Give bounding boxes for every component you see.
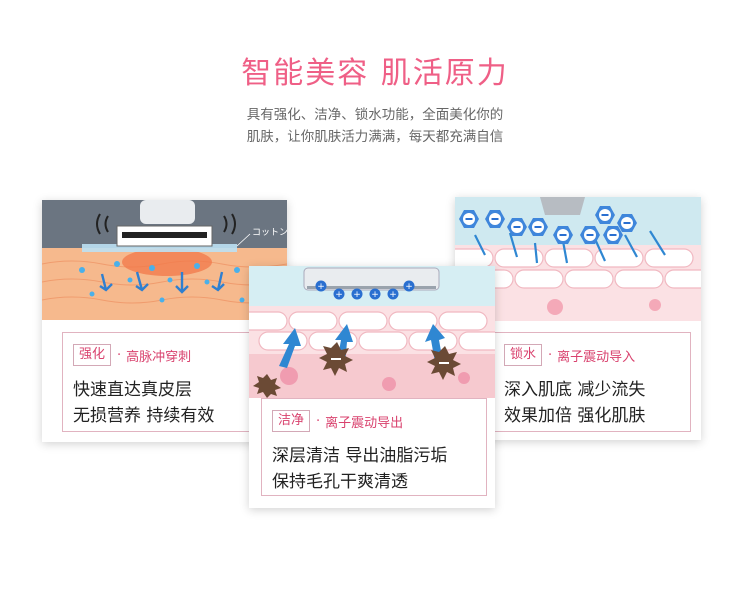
cleanse-line-1: 深层清洁 导出油脂污垢 bbox=[272, 446, 448, 466]
svg-text:+: + bbox=[405, 282, 413, 292]
arrow-icon bbox=[99, 271, 225, 294]
svg-text:+: + bbox=[389, 290, 397, 300]
subtitle-line-2: 肌肤，让你肌肤活力满满，每天都充满自信 bbox=[246, 129, 504, 145]
plus-ion-icon: + + + + + + bbox=[315, 280, 415, 300]
page-subtitle: 具有强化、洁净、锁水功能，全面美化你的 肌肤，让你肌肤活力满满，每天都充满自信 bbox=[0, 104, 750, 148]
cleanse-technology: 离子震动导出 bbox=[325, 415, 404, 431]
cleanse-description: 深层清洁 导出油脂污垢 保持毛孔干爽清透 bbox=[272, 443, 447, 495]
svg-text:+: + bbox=[317, 282, 325, 292]
separator-dot: · bbox=[316, 413, 321, 429]
cleanse-tag: 洁净 bbox=[272, 410, 311, 432]
strengthen-description: 快速直达真皮层 无损营养 持续有效 bbox=[73, 377, 214, 429]
moisture-lock-info-box: 锁水 · 离子震动导入 深入肌底 减少流失 效果加倍 强化肌肤 bbox=[493, 332, 691, 432]
strengthen-technology: 高脉冲穿刺 bbox=[126, 349, 192, 365]
card-strengthen: コットン 强化 · 高脉冲穿刺 快速直达真皮层 无损营养 持续有效 bbox=[42, 200, 287, 442]
separator-dot: · bbox=[548, 347, 553, 363]
strengthen-illustration: コットン bbox=[42, 200, 287, 320]
minus-ion-icon bbox=[459, 206, 637, 244]
strengthen-line-1: 快速直达真皮层 bbox=[73, 380, 192, 400]
separator-dot: · bbox=[117, 347, 122, 363]
cotton-label: コットン bbox=[252, 228, 287, 238]
cleanse-info-box: 洁净 · 离子震动导出 深层清洁 导出油脂污垢 保持毛孔干爽清透 bbox=[261, 398, 487, 496]
strengthen-line-2: 无损营养 持续有效 bbox=[73, 406, 215, 426]
svg-text:+: + bbox=[353, 290, 361, 300]
card-moisture-lock: 锁水 · 离子震动导入 深入肌底 减少流失 效果加倍 强化肌肤 bbox=[455, 197, 701, 440]
moisture-lock-illustration bbox=[455, 197, 701, 321]
svg-text:+: + bbox=[335, 290, 343, 300]
strengthen-info-box: 强化 · 高脉冲穿刺 快速直达真皮层 无损营养 持续有效 bbox=[62, 332, 269, 432]
strengthen-tag: 强化 bbox=[73, 344, 112, 366]
moisture-lock-line-1: 深入肌底 减少流失 bbox=[504, 380, 646, 400]
moisture-lock-line-2: 效果加倍 强化肌肤 bbox=[504, 406, 646, 426]
moisture-lock-technology: 离子震动导入 bbox=[557, 349, 636, 365]
moisture-lock-description: 深入肌底 减少流失 效果加倍 强化肌肤 bbox=[504, 377, 645, 429]
moisture-lock-tag: 锁水 bbox=[504, 344, 543, 366]
cleanse-illustration: + + + + + + bbox=[249, 266, 495, 398]
svg-text:+: + bbox=[371, 290, 379, 300]
arrow-icon bbox=[474, 230, 666, 264]
card-cleanse: + + + + + + 洁净 · 离子震动导出 深层清洁 导出油脂污垢 保持 bbox=[249, 266, 495, 508]
cleanse-line-2: 保持毛孔干爽清透 bbox=[272, 472, 408, 492]
page-title: 智能美容 肌活原力 bbox=[241, 56, 509, 91]
subtitle-line-1: 具有强化、洁净、锁水功能，全面美化你的 bbox=[246, 107, 504, 123]
impurity-icon bbox=[253, 342, 461, 398]
